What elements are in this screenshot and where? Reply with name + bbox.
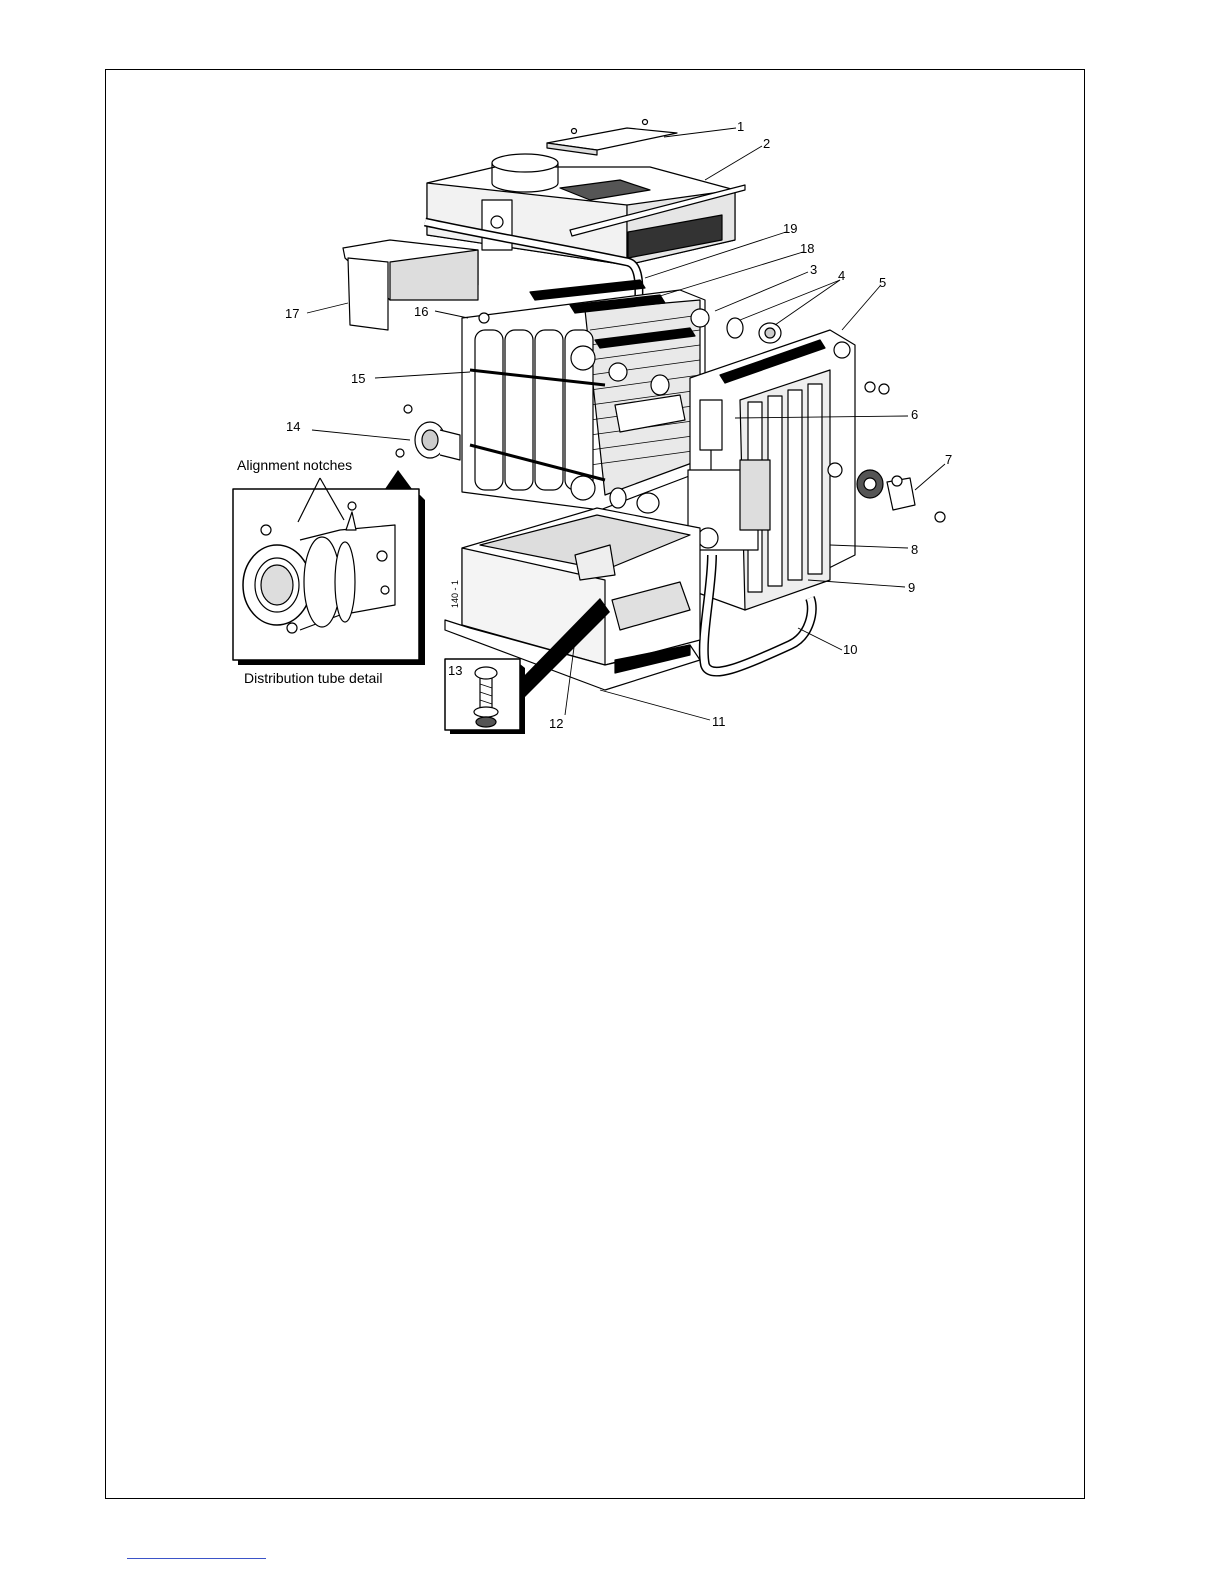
label-13: 13: [448, 663, 462, 678]
part-heat-exchanger: [462, 280, 709, 510]
label-4: 4: [838, 268, 845, 283]
label-16: 16: [414, 304, 428, 319]
label-6: 6: [911, 407, 918, 422]
label-12: 12: [549, 716, 563, 731]
footer-link-underline: [127, 1558, 266, 1559]
label-9: 9: [908, 580, 915, 595]
label-15: 15: [351, 371, 365, 386]
label-11: 11: [712, 714, 726, 729]
label-8: 8: [911, 542, 918, 557]
caption-distribution-tube-detail: Distribution tube detail: [244, 670, 383, 686]
label-17: 17: [285, 306, 299, 321]
part-side-baffle: [343, 240, 478, 330]
label-14: 14: [286, 419, 300, 434]
part-fittings: [857, 470, 945, 522]
label-7: 7: [945, 452, 952, 467]
label-19: 19: [783, 221, 797, 236]
caption-alignment-notches: Alignment notches: [237, 457, 352, 473]
label-1: 1: [737, 119, 744, 134]
label-18: 18: [800, 241, 814, 256]
part-flue-hood: [427, 154, 745, 265]
part-top-cover-plate: [547, 120, 677, 156]
label-3: 3: [810, 262, 817, 277]
inset-distribution-tube: [233, 470, 425, 665]
part-distribution-tube: [396, 405, 460, 460]
label-2: 2: [763, 136, 770, 151]
figure-code: 140 - 1: [450, 580, 460, 608]
label-10: 10: [843, 642, 857, 657]
label-5: 5: [879, 275, 886, 290]
